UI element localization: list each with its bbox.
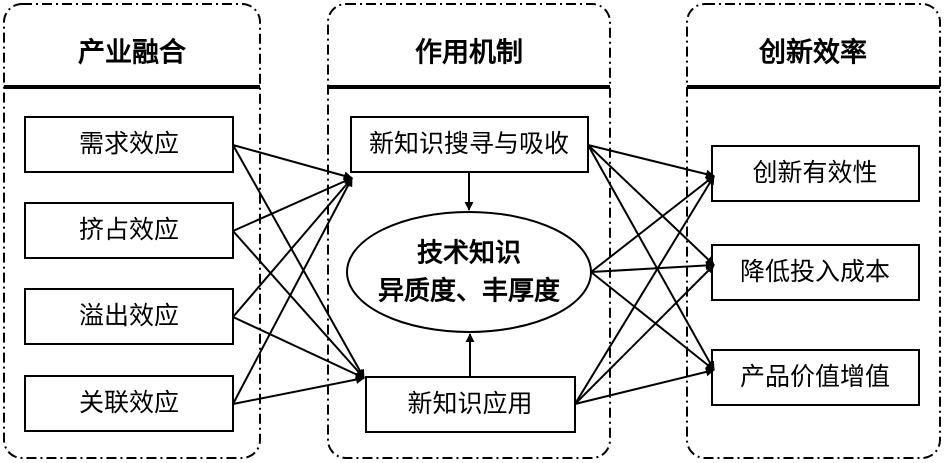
label-demand-effect: 需求效应 <box>79 129 179 158</box>
column-title-industry-convergence: 产业融合 <box>78 37 186 69</box>
label-linkage-effect: 关联效应 <box>79 388 179 417</box>
arrow-spillover-to-application <box>232 316 365 379</box>
panel-innovation-efficiency: 创新效率 <box>686 3 941 459</box>
arrow-search-to-cost <box>587 144 715 266</box>
arrow-demand-to-application <box>232 144 365 379</box>
right-box-product-value-added: 产品价值增值 <box>711 349 920 406</box>
label-reduce-input-cost: 降低投入成本 <box>740 257 890 286</box>
left-box-spillover-effect: 溢出效应 <box>24 288 234 345</box>
left-box-linkage-effect: 关联效应 <box>24 375 234 432</box>
left-box-crowding-effect: 挤占效应 <box>24 202 234 259</box>
label-knowledge-application: 新知识应用 <box>407 389 532 418</box>
arrow-application-to-value <box>574 367 715 405</box>
label-knowledge-search: 新知识搜寻与吸收 <box>369 129 569 158</box>
left-box-demand-effect: 需求效应 <box>24 116 234 173</box>
middle-ellipse-knowledge: 技术知识 异质度、丰厚度 <box>346 211 592 333</box>
arrow-crowding-to-application <box>232 230 365 379</box>
panel-mechanism: 作用机制 <box>327 3 611 459</box>
arrow-ellipse-to-cost <box>590 260 715 273</box>
arrow-ellipse-to-effectiveness <box>590 175 715 273</box>
column-title-innovation-efficiency: 创新效率 <box>758 37 867 69</box>
arrow-search-to-effectiveness <box>587 144 715 179</box>
label-technical-knowledge: 技术知识 <box>417 239 521 269</box>
arrow-linkage-to-search <box>232 177 353 405</box>
label-innovation-effectiveness: 创新有效性 <box>752 158 877 187</box>
arrow-demand-to-search <box>232 144 353 181</box>
middle-box-knowledge-search: 新知识搜寻与吸收 <box>350 116 589 173</box>
column-title-mechanism: 作用机制 <box>415 38 523 69</box>
arrows-middle-to-right <box>574 144 715 405</box>
label-crowding-effect: 挤占效应 <box>79 215 179 244</box>
arrow-application-to-effectiveness <box>574 175 715 405</box>
arrow-linkage-to-application <box>232 375 365 405</box>
label-heterogeneity-richness: 异质度、丰厚度 <box>378 276 560 307</box>
arrow-application-to-cost <box>574 264 715 405</box>
arrow-search-to-value <box>587 144 715 371</box>
arrow-spillover-to-search <box>232 177 353 318</box>
arrows-into-ellipse <box>464 172 475 377</box>
right-box-innovation-effectiveness: 创新有效性 <box>711 145 920 202</box>
arrow-crowding-to-search <box>232 177 353 232</box>
arrows-left-to-middle <box>232 144 365 405</box>
panel-industry-convergence: 产业融合 <box>3 3 261 459</box>
right-box-reduce-input-cost: 降低投入成本 <box>711 244 920 301</box>
middle-box-knowledge-application: 新知识应用 <box>365 376 576 433</box>
label-spillover-effect: 溢出效应 <box>79 301 179 330</box>
label-product-value-added: 产品价值增值 <box>740 362 890 391</box>
arrow-ellipse-to-value <box>590 271 715 371</box>
